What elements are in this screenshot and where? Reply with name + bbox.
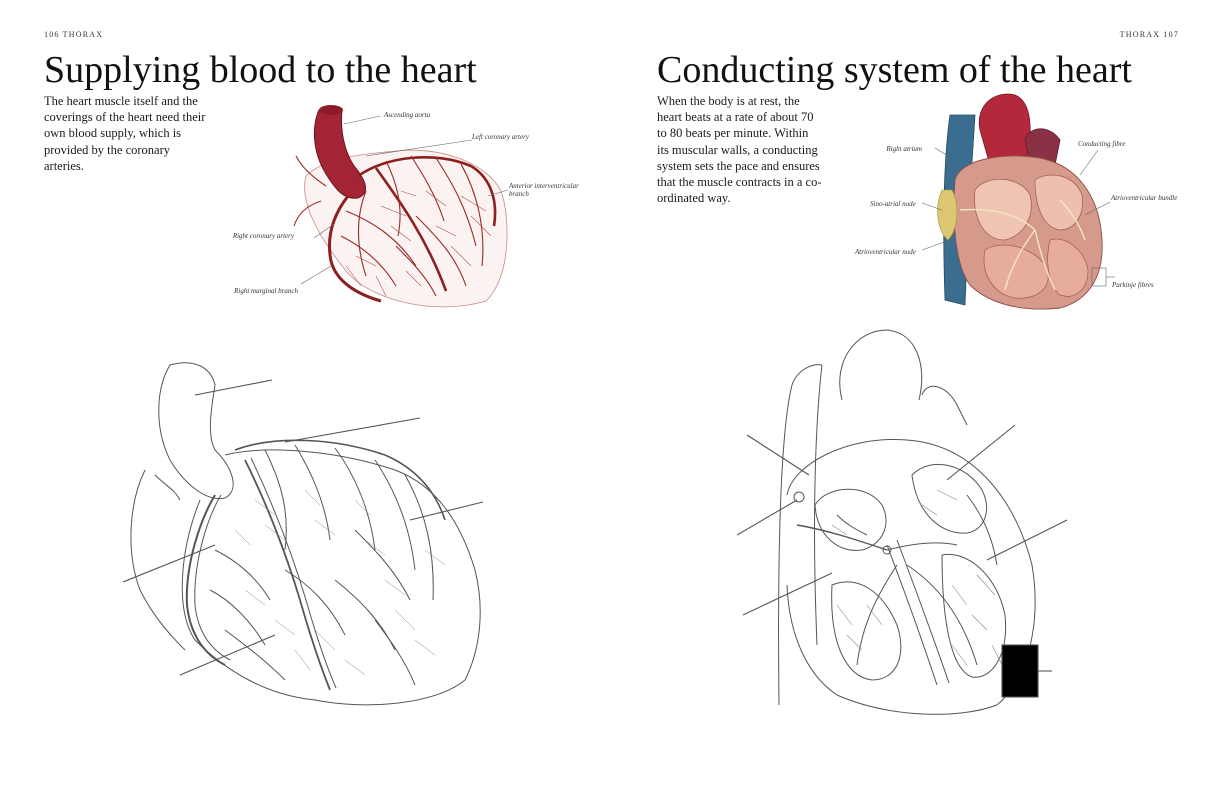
right-page: THORAX 107 Conducting system of the hear…: [612, 0, 1223, 800]
conducting-system-outline-drawing: [737, 325, 1097, 720]
label-left-coronary-artery: Left coronary artery: [472, 133, 529, 141]
label-anterior-interventricular-branch: Anterior interventricular branch: [509, 182, 579, 198]
label-conducting-fibre: Conducting fibre: [1078, 140, 1126, 148]
page-title-left: Supplying blood to the heart: [44, 49, 477, 91]
conducting-system-illustration: [920, 90, 1120, 315]
coronary-arteries-outline-drawing: [115, 350, 505, 720]
label-purkinje-fibres: Purkinje fibres: [1112, 281, 1154, 289]
intro-text-left: The heart muscle itself and the covering…: [44, 94, 206, 173]
label-ascending-aorta: Ascending aorta: [384, 111, 431, 119]
running-head-left: 106 THORAX: [44, 30, 104, 39]
label-atrioventricular-bundle: Atrioventricular bundle: [1111, 194, 1178, 202]
label-right-marginal-branch: Right marginal branch: [234, 287, 298, 295]
label-sinoatrial-node: Sino-atrial node: [870, 200, 916, 208]
label-atrioventricular-node: Atrioventricular node: [855, 248, 916, 256]
left-page: 106 THORAX Supplying blood to the heart …: [44, 30, 579, 720]
coronary-arteries-illustration: [286, 96, 516, 318]
running-head-right: THORAX 107: [1119, 30, 1179, 39]
intro-text-right: When the body is at rest, the heart beat…: [657, 94, 822, 206]
label-right-coronary-artery: Right coronary artery: [232, 232, 294, 240]
label-right-atrium: Right atrium: [886, 145, 922, 153]
page-title-right: Conducting system of the heart: [657, 49, 1132, 91]
